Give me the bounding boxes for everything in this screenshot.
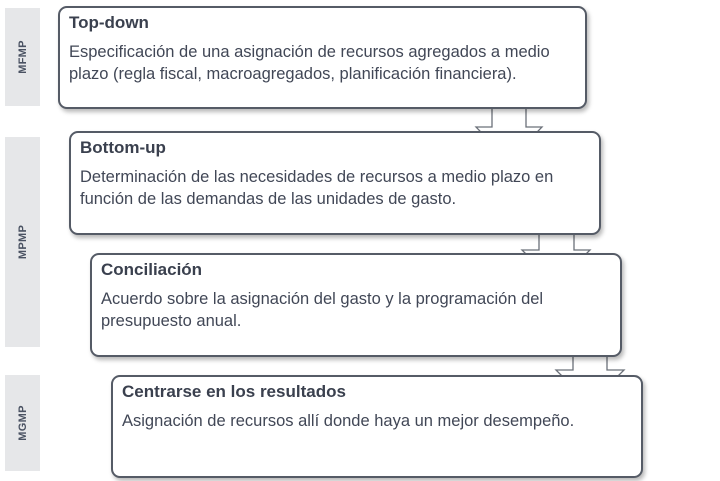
step-resultados: Centrarse en los resultados Asignación d… [111, 375, 643, 478]
step-resultados-title: Centrarse en los resultados [122, 382, 346, 401]
step-resultados-text: Asignación de recursos allí donde haya u… [122, 412, 575, 430]
step-top-down-title: Top-down [69, 13, 149, 32]
sidebar-band-mgmp: MGMP [5, 375, 40, 471]
sidebar-band-mpmp: MPMP [5, 137, 40, 347]
sidebar-band-mfmp: MFMP [5, 8, 40, 106]
step-top-down: Top-down Especificación de una asignació… [58, 6, 587, 109]
step-bottom-up-title: Bottom-up [80, 138, 166, 157]
step-conciliacion-text: Acuerdo sobre la asignación del gasto y … [101, 290, 544, 330]
step-conciliacion-title: Conciliación [101, 260, 203, 279]
step-bottom-up-text: Determinación de las necesidades de recu… [80, 168, 554, 208]
step-bottom-up: Bottom-up Determinación de las necesidad… [69, 131, 601, 235]
step-top-down-text: Especificación de una asignación de recu… [69, 43, 550, 83]
step-conciliacion: Conciliación Acuerdo sobre la asignación… [90, 253, 622, 357]
